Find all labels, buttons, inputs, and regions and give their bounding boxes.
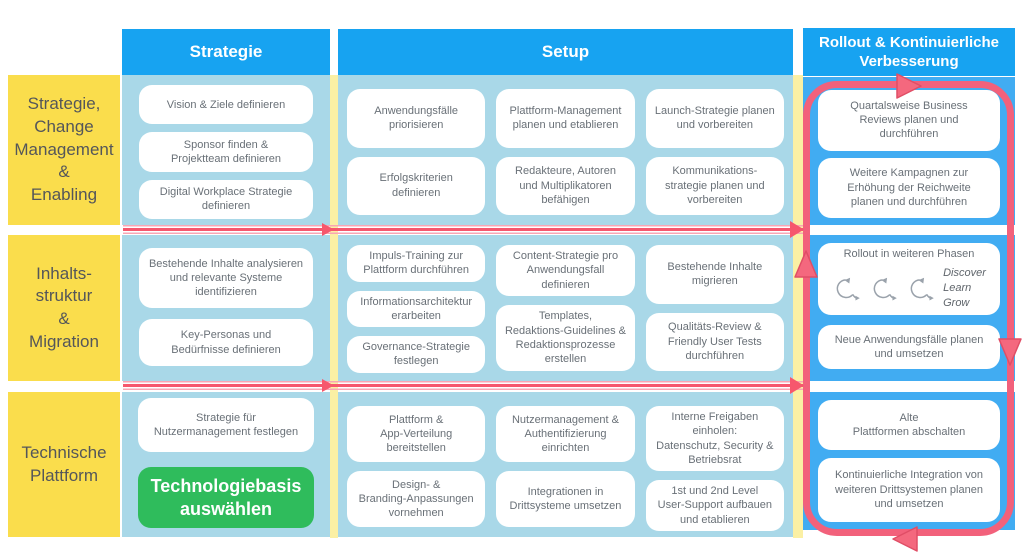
task-card: Vision & Ziele definieren	[139, 85, 313, 125]
task-card: Redakteure, Autoren und Multiplikatoren …	[496, 156, 635, 215]
task-card: Informationsarchitektur erarbeiten	[347, 290, 486, 328]
task-card: Launch-Strategie planen und vorbereiten	[645, 89, 784, 148]
setup-subcolumn: Anwendungsfälle priorisieren Erfolgskrit…	[347, 89, 486, 215]
column-header-strategie: Strategie	[122, 29, 330, 75]
task-card: Kommunikations- strategie planen und vor…	[645, 156, 784, 215]
setup-subcolumn: Nutzermanagement & Authentifizierung ein…	[496, 406, 635, 527]
setup-subcolumn: Launch-Strategie planen und vorbereiten …	[645, 89, 784, 215]
task-card: Content-Strategie pro Anwendungsfall def…	[496, 245, 635, 296]
task-card: Nutzermanagement & Authentifizierung ein…	[496, 406, 635, 462]
task-card: Bestehende Inhalte analysieren und relev…	[139, 248, 313, 309]
setup-subcolumn: Plattform-Management planen und etablier…	[496, 89, 635, 215]
task-card: Kontinuierliche Integration von weiteren…	[818, 457, 1000, 522]
column-divider-strip-2	[793, 75, 803, 538]
task-card: Qualitäts-Review & Friendly User Tests d…	[645, 312, 784, 371]
rollout-phases-card: Rollout in weiteren Phasen	[818, 243, 1000, 315]
task-card: Erfolgskriterien definieren	[347, 156, 486, 215]
rollout-phases-icons: Discover Learn Grow	[832, 266, 986, 311]
iteration-cycle-icon	[910, 277, 934, 301]
cell-rollout-row2: Rollout in weiteren Phasen	[803, 235, 1015, 381]
task-card: Templates, Redaktions-Guidelines & Redak…	[496, 304, 635, 371]
task-card: 1st und 2nd Level User-Support aufbauen …	[645, 480, 784, 532]
cell-rollout-row1: Quartalsweise Business Reviews planen un…	[803, 77, 1015, 225]
cell-strategie-row1: Vision & Ziele definieren Sponsor finden…	[122, 75, 330, 225]
setup-subcolumn: Interne Freigaben einholen: Datenschutz,…	[645, 406, 784, 532]
row-label-technische-plattform: Technische Plattform	[8, 392, 120, 537]
cell-setup-row1: Anwendungsfälle priorisieren Erfolgskrit…	[338, 75, 793, 225]
column-header-setup: Setup	[338, 29, 793, 75]
setup-subcolumn: Content-Strategie pro Anwendungsfall def…	[496, 245, 635, 371]
task-card: Weitere Kampagnen zur Erhöhung der Reich…	[818, 157, 1000, 218]
task-card: Anwendungsfälle priorisieren	[347, 89, 486, 148]
setup-subcolumn: Bestehende Inhalte migrieren Qualitäts-R…	[645, 245, 784, 371]
flow-arrow-row-boundary-2	[123, 381, 803, 390]
task-card: Bestehende Inhalte migrieren	[645, 245, 784, 304]
setup-subcolumn: Plattform & App-Verteilung bereitstellen…	[347, 406, 486, 527]
cell-setup-row3: Plattform & App-Verteilung bereitstellen…	[338, 392, 793, 537]
iteration-cycle-icon	[836, 277, 860, 301]
column-divider-strip-1	[330, 75, 338, 538]
task-card: Plattform-Management planen und etablier…	[496, 89, 635, 148]
task-card: Key-Personas und Bedürfnisse definieren	[139, 319, 313, 366]
task-card: Sponsor finden & Projektteam definieren	[139, 132, 313, 172]
task-card: Plattform & App-Verteilung bereitstellen	[347, 406, 486, 462]
cell-strategie-row3: Strategie für Nutzermanagement festlegen…	[122, 392, 330, 537]
setup-subcolumn: Impuls-Training zur Plattform durchführe…	[347, 245, 486, 373]
task-card: Quartalsweise Business Reviews planen un…	[818, 90, 1000, 151]
row-label-inhaltsstruktur-migration: Inhalts- struktur & Migration	[8, 235, 120, 381]
task-card: Impuls-Training zur Plattform durchführe…	[347, 245, 486, 282]
task-card: Alte Plattformen abschalten	[818, 400, 1000, 450]
column-header-rollout: Rollout & Kontinuierliche Verbesserung	[803, 28, 1015, 76]
task-card: Design- & Branding-Anpassungen vornehmen	[347, 471, 486, 527]
task-card: Integrationen in Drittsysteme umsetzen	[496, 471, 635, 527]
task-card: Governance-Strategie festlegen	[347, 336, 486, 373]
task-card: Strategie für Nutzermanagement festlegen	[138, 398, 314, 453]
task-card: Interne Freigaben einholen: Datenschutz,…	[645, 406, 784, 472]
task-card: Neue Anwendungsfälle planen und umsetzen	[818, 324, 1000, 369]
rollout-phases-caption: Discover Learn Grow	[943, 267, 986, 309]
cell-setup-row2: Impuls-Training zur Plattform durchführe…	[338, 235, 793, 381]
flow-arrow-row-boundary-1	[123, 225, 803, 234]
continuous-improvement-loop	[803, 81, 1014, 536]
cell-rollout-row3: Alte Plattformen abschalten Kontinuierli…	[803, 392, 1015, 530]
row-label-strategie-change-management: Strategie, Change Management & Enabling	[8, 75, 120, 225]
rollout-phases-title: Rollout in weiteren Phasen	[843, 248, 975, 260]
iteration-cycle-icon	[873, 277, 897, 301]
technologiebasis-highlight-card: Technologiebasis auswählen	[138, 467, 314, 528]
cell-strategie-row2: Bestehende Inhalte analysieren und relev…	[122, 235, 330, 381]
task-card: Digital Workplace Strategie definieren	[139, 179, 313, 219]
